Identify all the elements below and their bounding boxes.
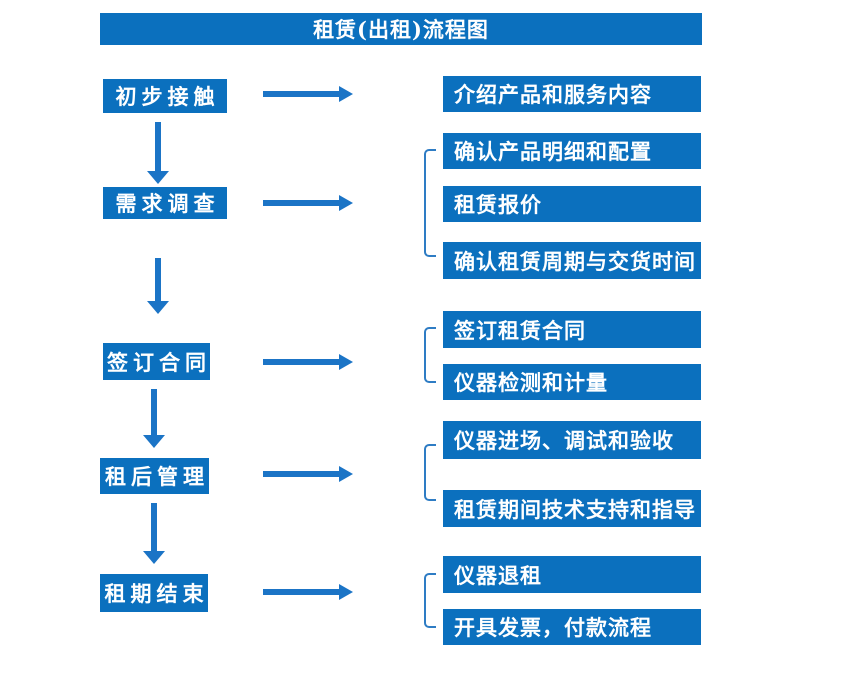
arrow-shaft: [151, 389, 157, 436]
right-arrow-5: [263, 584, 353, 600]
item-rental-quote: 租赁报价: [443, 186, 701, 222]
arrow-shaft: [263, 589, 340, 595]
item-introduce-product-services: 介绍产品和服务内容: [443, 76, 701, 112]
item-instrument-return: 仪器退租: [443, 556, 701, 593]
step-sign-contract: 签订合同: [103, 343, 210, 380]
arrow-head: [143, 435, 165, 448]
arrow-head: [147, 171, 169, 184]
arrow-shaft: [155, 258, 161, 302]
right-arrow-3: [263, 354, 353, 370]
item-confirm-product-details-config: 确认产品明细和配置: [443, 133, 701, 169]
item-rental-technical-support: 租赁期间技术支持和指导: [443, 490, 701, 527]
arrow-shaft: [263, 359, 340, 365]
arrow-head: [339, 466, 353, 482]
item-instrument-entry-debug-acceptance: 仪器进场、调试和验收: [443, 421, 701, 459]
arrow-head: [143, 551, 165, 564]
item-sign-rental-contract: 签订租赁合同: [443, 311, 701, 348]
down-arrow-3: [143, 389, 165, 448]
arrow-head: [339, 86, 353, 102]
right-arrow-4: [263, 466, 353, 482]
down-arrow-4: [143, 503, 165, 564]
down-arrow-1: [147, 122, 169, 184]
group-bracket-4: [424, 573, 436, 628]
group-bracket-1: [424, 149, 436, 257]
arrow-shaft: [151, 503, 157, 552]
step-post-rental-management: 租后管理: [100, 458, 209, 494]
arrow-head: [147, 301, 169, 314]
step-rental-end: 租期结束: [100, 574, 208, 612]
group-bracket-2: [424, 327, 436, 383]
arrow-shaft: [263, 91, 340, 97]
right-arrow-2: [263, 195, 353, 211]
arrow-head: [339, 354, 353, 370]
arrow-shaft: [155, 122, 161, 172]
item-confirm-rental-period-delivery: 确认租赁周期与交货时间: [443, 242, 701, 279]
item-invoice-payment-process: 开具发票，付款流程: [443, 609, 701, 645]
step-initial-contact: 初步接触: [103, 79, 227, 113]
step-demand-survey: 需求调查: [103, 187, 227, 219]
arrow-shaft: [263, 200, 340, 206]
arrow-head: [339, 195, 353, 211]
arrow-head: [339, 584, 353, 600]
arrow-shaft: [263, 471, 340, 477]
right-arrow-1: [263, 86, 353, 102]
item-instrument-testing-measurement: 仪器检测和计量: [443, 364, 701, 400]
down-arrow-2: [147, 258, 169, 314]
flowchart-title: 租赁(出租)流程图: [100, 13, 702, 45]
group-bracket-3: [424, 444, 436, 501]
